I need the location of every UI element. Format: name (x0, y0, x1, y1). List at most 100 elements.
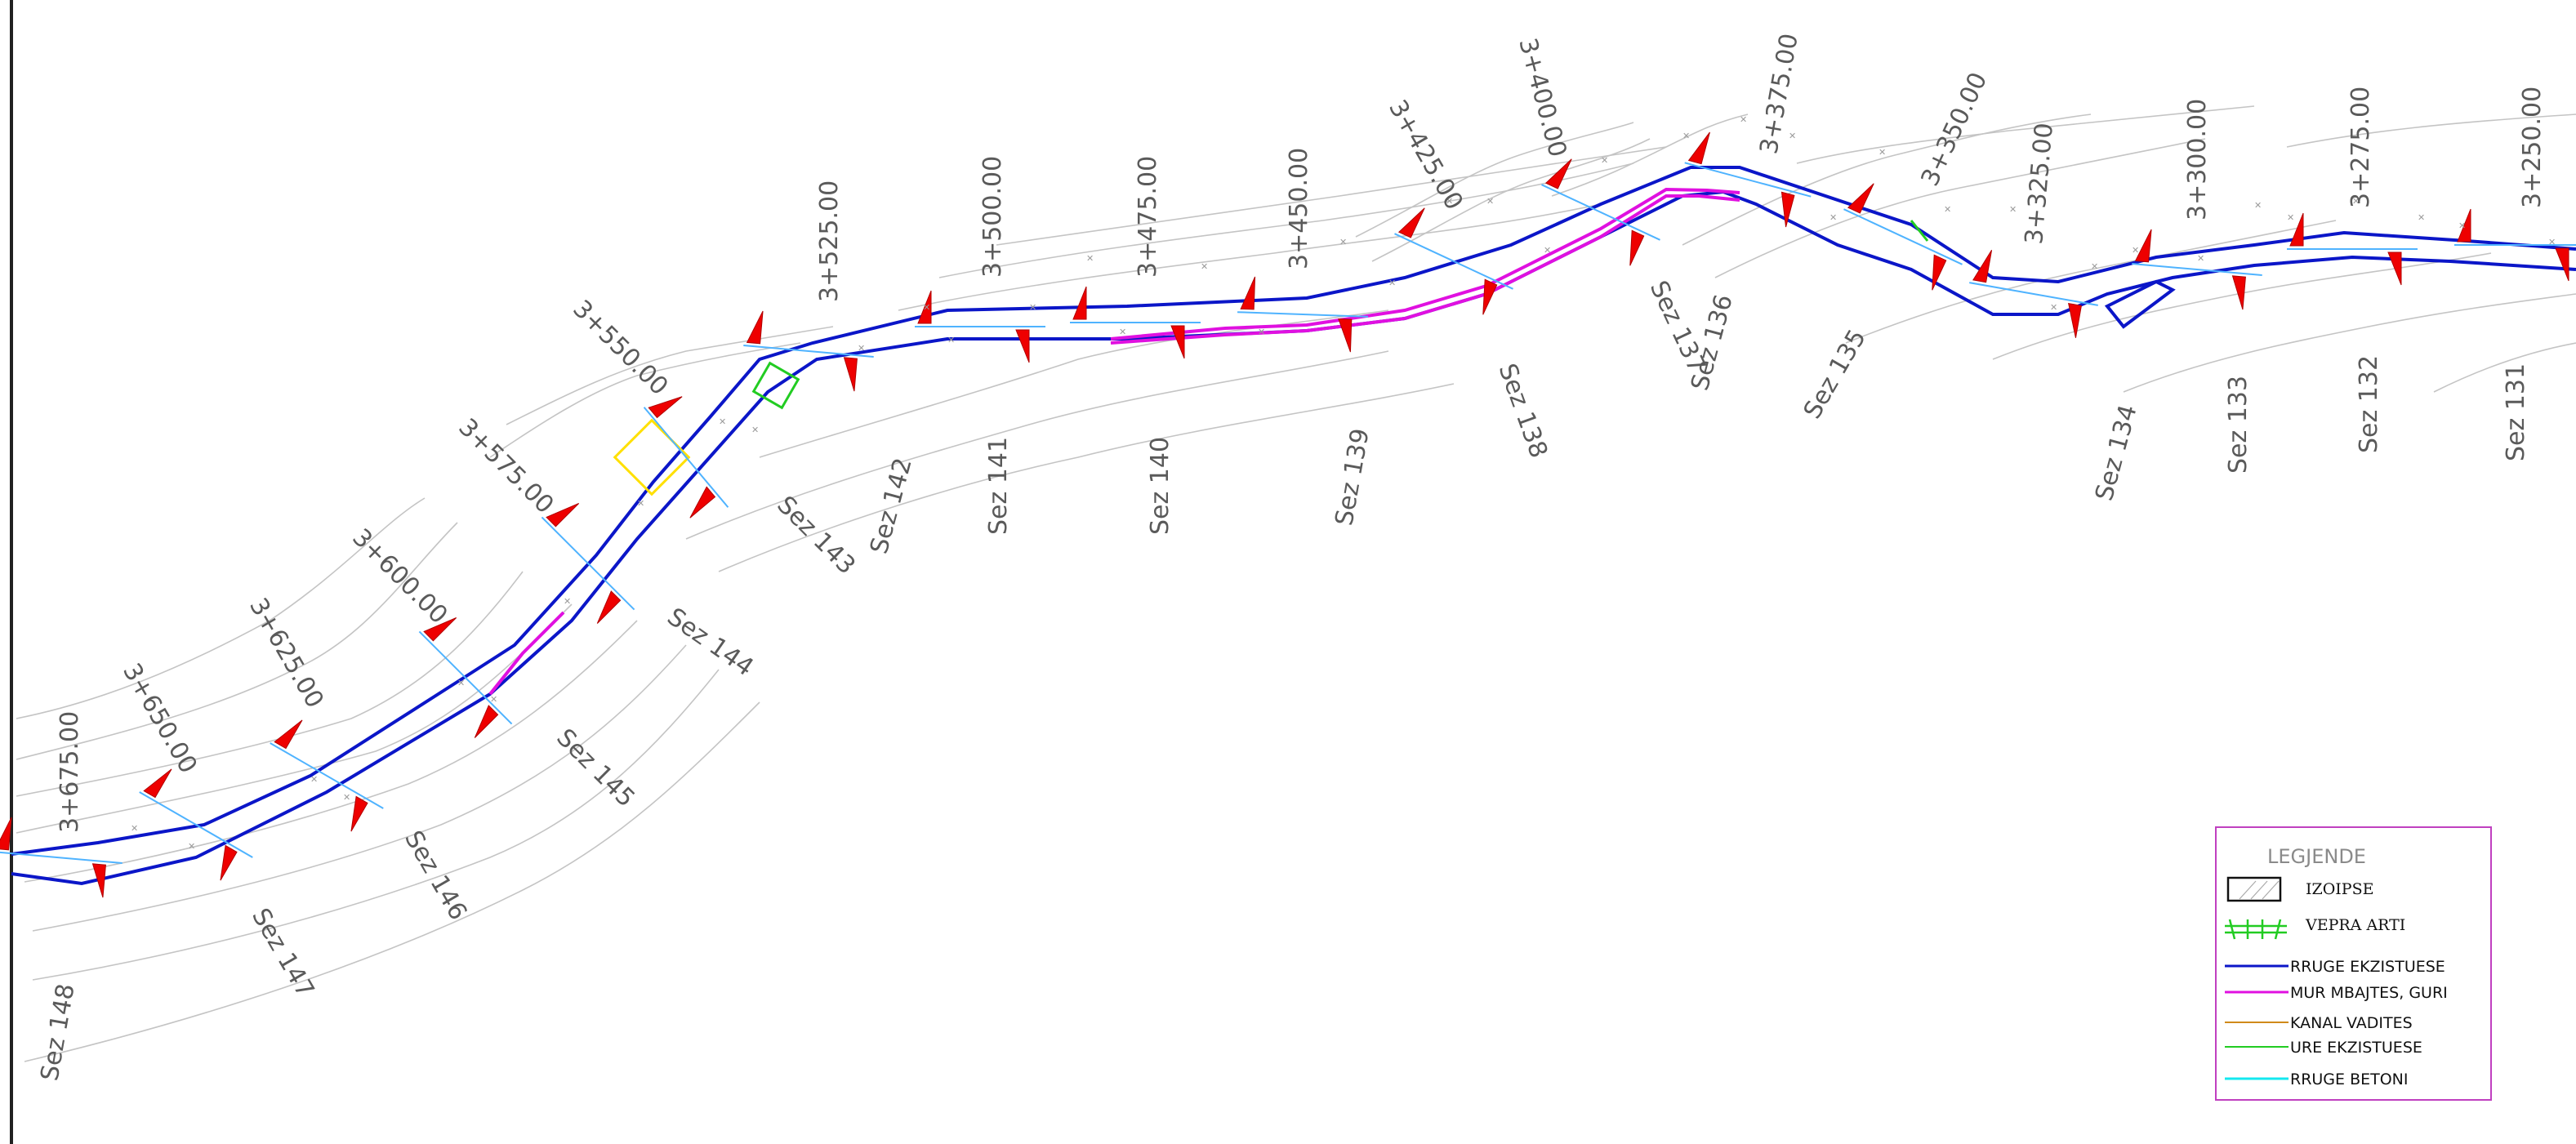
section-arrow-triangle (1780, 191, 1795, 228)
section-arrow-triangle (2134, 229, 2152, 263)
survey-point-marker: ✕ (637, 498, 644, 509)
station-label: 3+375.00 (1754, 31, 1803, 156)
legend-label: KANAL VADITES (2290, 1014, 2413, 1032)
survey-point-marker: ✕ (490, 694, 497, 705)
section-arrow-triangle (1338, 318, 1353, 353)
section-markers (0, 131, 2576, 898)
station-label: 3+675.00 (56, 711, 84, 833)
hatch-line (2262, 880, 2280, 900)
survey-point-marker: ✕ (564, 596, 571, 607)
survey-point-marker: ✕ (2458, 220, 2466, 231)
survey-point-marker: ✕ (1339, 237, 1347, 247)
section-marker (1969, 249, 2098, 338)
station-label: 3+500.00 (978, 156, 1007, 278)
section-marker (743, 310, 874, 392)
station-label: 3+275.00 (2346, 87, 2375, 208)
section-axis (1237, 311, 1368, 318)
survey-point-marker: ✕ (2548, 237, 2556, 247)
survey-point-marker: ✕ (947, 335, 955, 345)
section-arrow-triangle (143, 768, 172, 799)
legend-frame (2215, 826, 2492, 1101)
legend-label: RRUGE BETONI (2290, 1071, 2409, 1088)
survey-point-marker: ✕ (2050, 302, 2057, 313)
survey-point-marker: ✕ (1119, 327, 1126, 337)
station-label: 3+350.00 (1916, 68, 1994, 190)
survey-point-marker: ✕ (1446, 196, 1453, 207)
hatched-rectangle-icon (2226, 876, 2282, 902)
survey-point-marker: ✕ (2418, 212, 2425, 223)
section-arrow-triangle (2387, 252, 2402, 286)
station-labels: 3+675.00 3+650.00 3+625.00 3+600.00 3+57… (56, 31, 2547, 833)
survey-point-marker: ✕ (1201, 261, 1208, 272)
section-arrow-triangle (917, 290, 932, 324)
bridge-box-green (751, 361, 800, 410)
survey-point-marker: ✕ (457, 678, 465, 688)
survey-point-marker: ✕ (1829, 212, 1837, 223)
survey-point-marker: ✕ (1944, 204, 1951, 215)
station-label: 3+450.00 (1285, 148, 1313, 269)
contour-lines (16, 105, 2576, 1062)
survey-point-marker: ✕ (2254, 200, 2262, 211)
section-marker (2132, 229, 2262, 310)
survey-point-marker: ✕ (1601, 155, 1608, 166)
station-label: 3+475.00 (1134, 156, 1162, 278)
station-label: 3+300.00 (2183, 99, 2212, 220)
section-arrow-triangle (843, 357, 858, 392)
section-marker (1070, 286, 1201, 359)
section-marker (1843, 183, 1963, 291)
section-axis (139, 791, 253, 858)
section-arrow-triangle (1847, 183, 1874, 214)
retaining-wall (488, 187, 1740, 696)
section-arrow-triangle (1170, 325, 1185, 359)
survey-point-marker: ✕ (858, 343, 865, 354)
section-axis (1843, 208, 1963, 265)
survey-point-marker: ✕ (2132, 245, 2139, 256)
section-arrow-triangle (689, 486, 716, 519)
existing-road (11, 166, 2576, 886)
section-label: Sez 138 (1492, 360, 1553, 462)
survey-point-marker: ✕ (719, 416, 726, 427)
station-label: 3+575.00 (452, 413, 559, 519)
section-marker (1237, 276, 1368, 353)
section-marker (2287, 212, 2418, 286)
section-marker (541, 503, 635, 624)
survey-point-marker: ✕ (1029, 302, 1036, 313)
survey-point-marker: ✕ (2091, 261, 2098, 272)
section-axis (418, 630, 513, 725)
section-arrow-triangle (1629, 229, 1645, 266)
section-arrow-triangle (1544, 158, 1572, 189)
survey-point-marker: ✕ (131, 823, 138, 834)
survey-point-marker: ✕ (1682, 131, 1690, 141)
survey-points: ✕✕✕✕✕✕✕✕✕✕✕✕✕✕✕✕✕✕✕✕✕✕✕✕✕✕✕✕✕✕✕✕✕✕✕✕✕✕✕✕… (131, 114, 2556, 852)
station-label: 3+600.00 (346, 523, 452, 630)
section-arrow-triangle (423, 617, 457, 642)
survey-point-marker: ✕ (188, 841, 195, 852)
section-label: Sez 143 (771, 491, 861, 581)
section-label: Sez 132 (2355, 355, 2383, 453)
section-marker (418, 617, 513, 738)
section-axis (743, 345, 874, 358)
culvert-green (1910, 220, 1929, 242)
section-label: Sez 134 (2090, 402, 2143, 504)
survey-point-marker: ✕ (2197, 253, 2204, 264)
section-arrow-triangle (1240, 276, 1256, 310)
hatch-line (2250, 880, 2268, 900)
survey-point-marker: ✕ (2287, 212, 2294, 223)
station-label: 3+650.00 (117, 659, 203, 779)
section-arrow-triangle (2231, 275, 2246, 310)
section-arrow-triangle (648, 396, 683, 419)
section-arrow-triangle (274, 719, 303, 750)
hatch-line (2239, 880, 2257, 900)
section-arrow-triangle (474, 705, 499, 738)
survey-point-marker: ✕ (923, 302, 930, 313)
section-arrow-triangle (1015, 329, 1030, 363)
section-arrow-triangle (220, 844, 238, 881)
section-axis (0, 851, 123, 864)
survey-point-marker: ✕ (1789, 131, 1796, 141)
legend-label: VEPRA ARTI (2305, 916, 2405, 934)
section-arrow-triangle (1687, 131, 1710, 165)
section-marker (2454, 208, 2576, 282)
section-arrow-triangle (1397, 207, 1425, 238)
section-arrow-triangle (350, 795, 368, 832)
